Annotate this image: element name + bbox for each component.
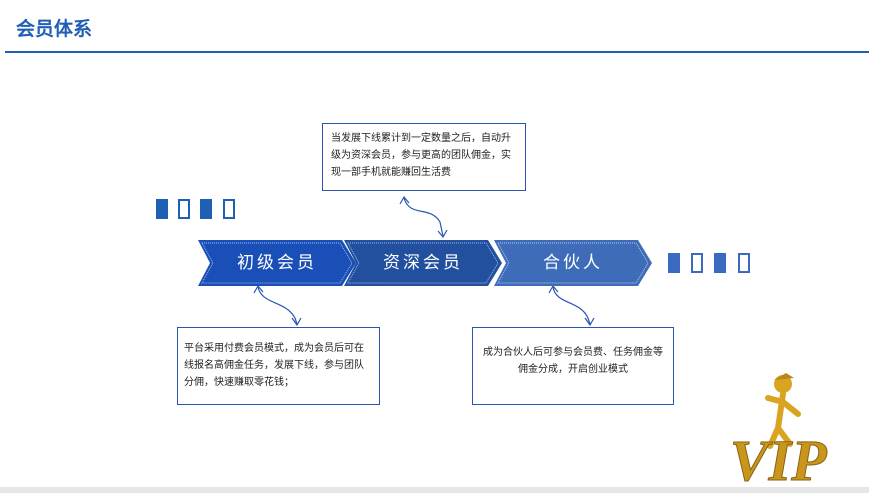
tier-partner-label: 合伙人 <box>543 253 603 273</box>
tier-senior[interactable]: 资深会员 <box>344 240 502 286</box>
vip-logo: VIP <box>728 368 868 493</box>
deco-square <box>156 199 168 219</box>
deco-square <box>223 199 235 219</box>
partner-description: 成为合伙人后可参与会员费、任务佣金等佣金分成，开启创业模式 <box>483 347 663 375</box>
deco-square <box>691 253 703 273</box>
page-title: 会员体系 <box>16 18 93 40</box>
tier-senior-label: 资深会员 <box>383 253 463 273</box>
tier-partner[interactable]: 合伙人 <box>494 240 652 286</box>
partner-description-box: 成为合伙人后可参与会员费、任务佣金等佣金分成，开启创业模式 <box>472 327 674 405</box>
tier-junior[interactable]: 初级会员 <box>198 240 356 286</box>
title-divider <box>5 51 869 53</box>
svg-text:VIP: VIP <box>730 428 827 486</box>
junior-description-box: 平台采用付费会员模式，成为会员后可在线报名高佣金任务，发展下线，参与团队分佣，快… <box>177 327 380 405</box>
bottom-bar <box>0 487 869 493</box>
deco-square <box>668 253 680 273</box>
tier-junior-label: 初级会员 <box>237 253 317 273</box>
deco-square <box>714 253 726 273</box>
junior-description: 平台采用付费会员模式，成为会员后可在线报名高佣金任务，发展下线，参与团队分佣，快… <box>184 343 364 388</box>
vip-figure-icon: VIP <box>730 373 828 493</box>
senior-description: 当发展下线累计到一定数量之后，自动升级为资深会员，参与更高的团队佣金，实现一部手… <box>331 133 511 178</box>
deco-square <box>738 253 750 273</box>
deco-square <box>200 199 212 219</box>
deco-square <box>178 199 190 219</box>
senior-description-box: 当发展下线累计到一定数量之后，自动升级为资深会员，参与更高的团队佣金，实现一部手… <box>322 123 526 191</box>
